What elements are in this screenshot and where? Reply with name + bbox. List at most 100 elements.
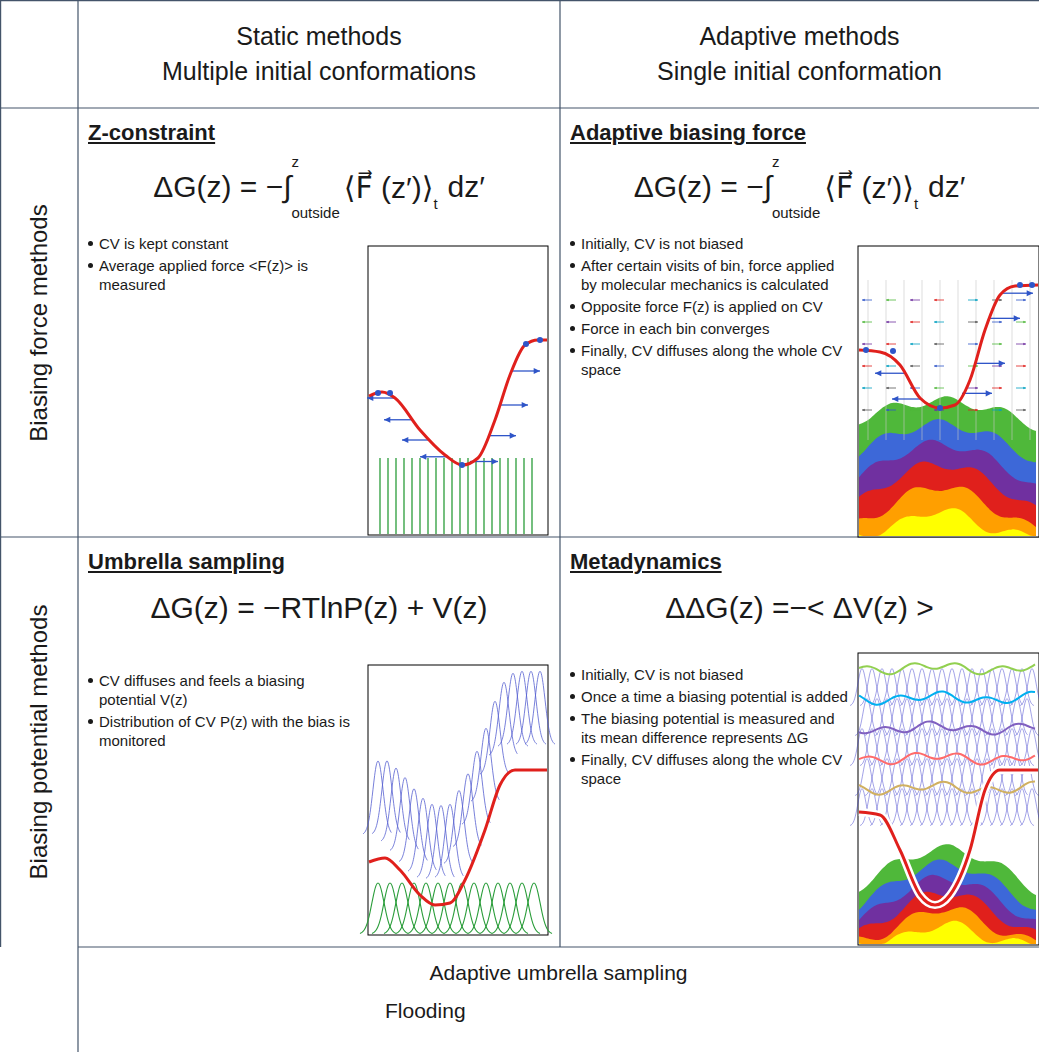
sample-dot xyxy=(890,348,896,354)
hill xyxy=(1000,789,1023,826)
sample-dot xyxy=(387,390,393,396)
hill xyxy=(935,759,958,796)
force-arrow xyxy=(862,322,872,323)
hill xyxy=(940,789,963,826)
lower-limit: outside xyxy=(772,205,820,220)
arrowhead xyxy=(875,370,881,376)
constraint-line xyxy=(499,458,500,534)
arrowhead xyxy=(999,299,1002,302)
bullet-text: After certain visits of bin, force appli… xyxy=(581,256,852,294)
bullet-list: CV is kept constantAverage applied force… xyxy=(88,234,356,294)
force-arrow xyxy=(886,344,896,345)
bin-line xyxy=(940,280,941,440)
bullet-list: Initially, CV is not biasedAfter certain… xyxy=(570,234,852,379)
bin-line xyxy=(958,280,959,440)
constraint-line xyxy=(379,458,380,534)
method-cell: Z-constraintΔG(z) = −∫zoutside⟨F⃗ (z′)⟩t… xyxy=(78,108,560,537)
column-heading: Single initial conformation xyxy=(657,54,942,89)
bullet-dot xyxy=(570,304,575,309)
arrowhead xyxy=(999,409,1002,412)
hill xyxy=(850,789,873,826)
bullet-text: Distribution of CV P(z) with the bias is… xyxy=(99,712,356,750)
arrowhead xyxy=(910,321,913,324)
footer-cell: Adaptive umbrella samplingFlooding xyxy=(78,947,1039,1052)
arrowhead xyxy=(1014,315,1020,321)
bullet-text: Opposite force F(z) is applied on CV xyxy=(581,297,823,316)
sample-dot xyxy=(1029,282,1035,288)
hill xyxy=(920,789,943,826)
integral-limits: zoutside xyxy=(291,154,339,220)
footer-text: Flooding xyxy=(385,999,466,1023)
force-arrow xyxy=(910,322,920,323)
bullet-item: Force in each bin converges xyxy=(570,319,852,338)
hill xyxy=(1015,699,1039,736)
bias-sum xyxy=(859,692,1035,705)
energy-layer xyxy=(859,396,1036,536)
hill xyxy=(850,729,873,766)
bullet-text: Initially, CV is not biased xyxy=(581,234,743,253)
formula: ΔΔG(z) =−< ΔV(z) > xyxy=(560,591,1039,625)
hill xyxy=(905,699,928,736)
hill xyxy=(965,699,988,736)
constraint-line xyxy=(507,458,508,534)
arrowhead xyxy=(910,299,913,302)
bias-potential xyxy=(525,671,555,744)
free-energy-curve xyxy=(859,770,1038,905)
arrowhead xyxy=(886,409,889,412)
arrowhead xyxy=(934,321,937,324)
hill xyxy=(925,699,948,736)
energy-layer xyxy=(859,875,1036,944)
sample-dot xyxy=(863,347,869,353)
force-arrow xyxy=(992,410,1002,411)
constraint-line xyxy=(443,458,444,534)
arrowhead xyxy=(420,454,426,460)
bias-potential xyxy=(435,804,463,877)
plot-frame xyxy=(368,246,548,535)
bullet-text: Once a time a biasing potential is added xyxy=(581,687,848,706)
hill xyxy=(915,699,938,736)
hill xyxy=(850,669,873,706)
bullet-dot xyxy=(570,757,575,762)
energy-layer xyxy=(859,921,1036,944)
arrowhead xyxy=(492,458,498,464)
arrowhead xyxy=(999,343,1002,346)
force-arrow xyxy=(862,366,872,367)
hill xyxy=(930,729,953,766)
bias-potential xyxy=(399,789,427,862)
hill xyxy=(1020,789,1039,826)
hill xyxy=(1000,669,1023,706)
constraint-line xyxy=(475,458,476,534)
formula-part: ΔG(z) = −∫ xyxy=(153,170,291,204)
arrowhead xyxy=(384,417,390,423)
formula: ΔG(z) = −RTlnP(z) + V(z) xyxy=(78,591,560,625)
force-arrow xyxy=(886,366,896,367)
row-header-cell: Biasing force methods xyxy=(0,108,78,537)
force-arrow xyxy=(992,322,1002,323)
hill xyxy=(945,759,968,796)
energy-layer xyxy=(859,508,1036,536)
bin-line xyxy=(1012,280,1013,440)
force-arrow xyxy=(992,344,1002,345)
constraint-line xyxy=(387,458,388,534)
arrowhead xyxy=(510,433,516,439)
plot-frame xyxy=(858,246,1039,537)
arrowhead xyxy=(1023,387,1026,390)
arrowhead xyxy=(975,299,978,302)
constraint-line xyxy=(411,458,412,534)
bullet-text: Finally, CV diffuses along the whole CV … xyxy=(581,341,852,379)
force-arrow xyxy=(968,410,978,411)
bullet-item: Opposite force F(z) is applied on CV xyxy=(570,297,852,316)
bias-potential xyxy=(480,701,508,774)
arrowhead xyxy=(1023,343,1026,346)
bullet-dot xyxy=(570,263,575,268)
arrowhead xyxy=(862,321,865,324)
arrowhead xyxy=(402,437,408,443)
bullet-item: Average applied force <F(z)> is measured xyxy=(88,256,356,294)
arrowhead xyxy=(1027,290,1033,296)
arrowhead xyxy=(892,396,898,402)
bias-potential xyxy=(516,671,546,744)
hill xyxy=(940,729,963,766)
arrowhead xyxy=(975,343,978,346)
hill xyxy=(925,759,948,796)
